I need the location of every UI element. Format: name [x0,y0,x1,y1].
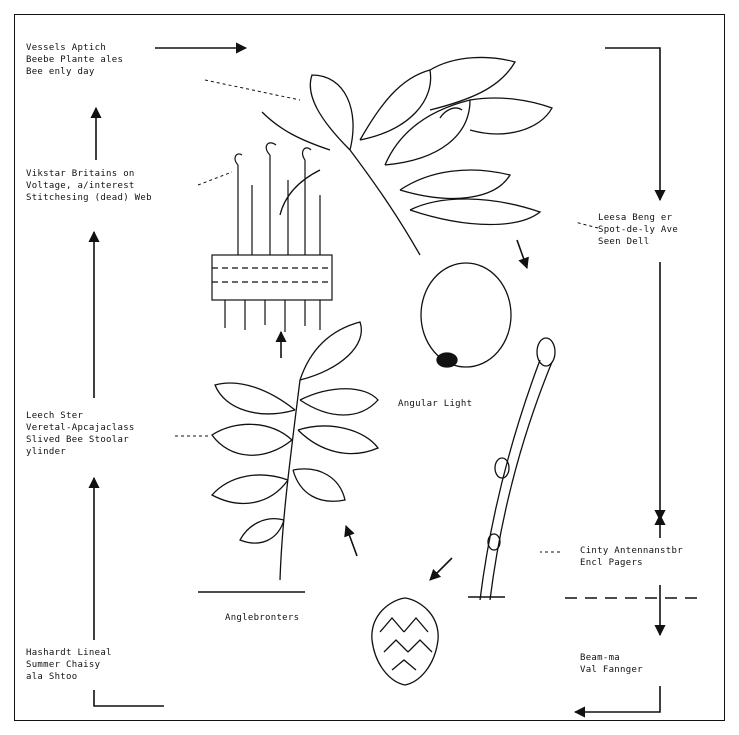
label-center: Angular Light [398,398,472,410]
right-cycle-arrows [575,48,660,712]
arrow-to-fruit [517,240,527,268]
ground-lines [198,592,700,598]
arrow-from-cutting [430,558,452,580]
bottom-right-connector [575,686,660,712]
label-bottom-right: Beam-ma Val Fannger [580,652,643,676]
label-bottom-left: Hashardt Lineal Summer Chaisy ala Shtoo [26,647,112,683]
arrow-to-young-plant [346,526,357,556]
bud-illustration [372,598,438,685]
label-middle-left: Leech Ster Veretal-Apcajaclass Slived Be… [26,410,135,458]
stem-cutting-illustration [480,338,555,600]
bottom-left-connector [94,690,164,706]
label-top-left: Vessels Aptich Beebe Plante ales Bee enl… [26,42,123,78]
left-cycle-arrows [94,48,246,706]
fruit-illustration [421,263,511,367]
label-right-upper: Leesa Beng er Spot-de-ly Ave Seen Dell [598,212,678,248]
young-plant-illustration [212,322,378,580]
leader-lines [175,80,598,552]
top-right-connector [605,48,660,200]
label-upper-left: Vikstar Britains on Voltage, a/interest … [26,168,152,204]
label-right-middle: Cinty Antennanstbr Encl Pagers [580,545,683,569]
label-bottom-center: Anglebronters [225,612,299,624]
seedling-tray-illustration [212,143,332,332]
